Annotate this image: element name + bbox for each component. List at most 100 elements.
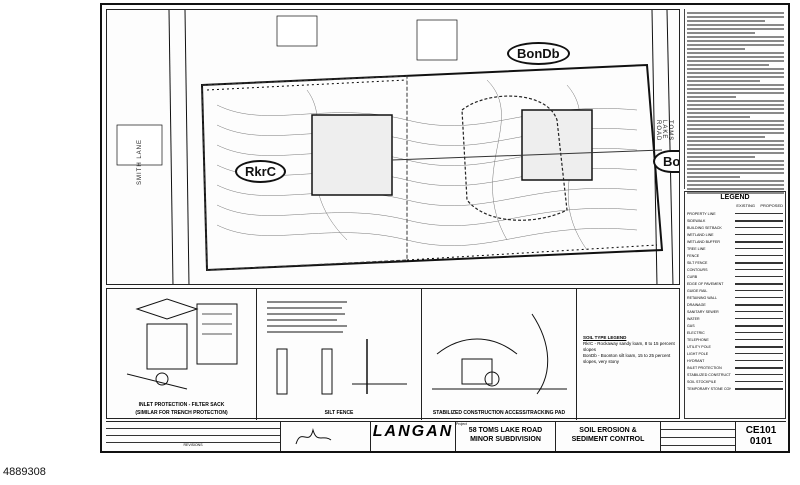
firm-block: LANGAN	[371, 422, 456, 451]
legend-row: BUILDING SETBACK	[687, 224, 783, 231]
legend-item-label: BUILDING SETBACK	[687, 225, 722, 230]
legend-symbol	[735, 311, 783, 312]
legend-item-label: CURB	[687, 274, 698, 279]
detail-silt-fence: SILT FENCE	[257, 289, 422, 420]
legend-item-label: INLET PROTECTION	[687, 365, 722, 370]
legend-row: ELECTRIC	[687, 329, 783, 336]
legend-symbol	[735, 387, 783, 390]
project-line1: 58 TOMS LAKE ROAD	[468, 427, 543, 434]
legend-symbol	[735, 282, 783, 285]
legend-symbol	[735, 297, 783, 298]
legend-symbol	[735, 227, 783, 228]
firm-logo: LANGAN	[372, 423, 454, 440]
legend-item-label: LIGHT POLE	[687, 351, 709, 356]
proposed-dwelling-lot-2	[521, 109, 593, 181]
legend-symbol	[735, 240, 783, 243]
legend-col-proposed: PROPOSED	[760, 203, 783, 208]
project-block: Project 58 TOMS LAKE ROAD MINOR SUBDIVIS…	[456, 422, 556, 451]
legend-item-label: DRAINAGE	[687, 302, 706, 307]
soil-legend-title: SOIL TYPE LEGEND	[583, 335, 627, 340]
drawing-title-line1: SOIL EROSION &	[579, 427, 637, 434]
legend-item-label: PROPERTY LINE	[687, 211, 716, 216]
legend-item-label: FENCE	[687, 253, 700, 258]
legend-item-label: SIDEWALK	[687, 218, 706, 223]
legend-symbol	[735, 261, 783, 264]
legend-symbol	[735, 324, 783, 327]
drawing-number: CE101	[745, 425, 777, 436]
legend-row: SANITARY SEWER	[687, 308, 783, 315]
legend-symbol	[735, 276, 783, 277]
soil-label-rkrc: RkrC	[235, 160, 287, 183]
pad-title: STABILIZED CONSTRUCTION ACCESS/TRACKING …	[432, 410, 566, 416]
legend-item-label: TELEPHONE	[687, 337, 709, 342]
legend-item-label: GUIDE RAIL	[687, 288, 708, 293]
legend-symbol	[735, 234, 783, 235]
legend-item-label: WATER	[687, 316, 700, 321]
detail-panel: INLET PROTECTION - FILTER SACK (SIMILAR …	[106, 288, 680, 420]
drawing-number-sub: 0101	[749, 436, 773, 447]
legend-symbol	[735, 219, 783, 222]
general-notes	[684, 9, 786, 194]
legend-symbol	[735, 255, 783, 256]
road-label-smith-lane: SMITH LANE	[137, 138, 143, 185]
soil-legend-item: BonDb - Boonton silt loam, 15 to 25 perc…	[583, 353, 671, 364]
lot-line	[201, 75, 408, 271]
drawing-number-block: CE101 0101	[736, 422, 786, 451]
inlet-subtitle: (SIMILAR FOR TRENCH PROTECTION)	[135, 410, 228, 416]
revisions-label: REVISIONS	[183, 443, 203, 447]
legend-symbol	[735, 366, 783, 369]
legend-item-label: GAS	[687, 323, 695, 328]
legend-row: SOIL STOCKPILE	[687, 378, 783, 385]
legend-item-label: WETLAND LINE	[687, 232, 714, 237]
legend-row: TEMPORARY STONE CONSTRUCTION ENTRANCE	[687, 385, 783, 392]
drawing-sheet: BonDb RkrC Bo SMITH LANE TOMS LAKE ROAD …	[100, 3, 790, 453]
legend-row: TELEPHONE	[687, 336, 783, 343]
legend-row: DRAINAGE	[687, 301, 783, 308]
legend-symbol	[735, 381, 783, 382]
legend-symbol	[735, 332, 783, 333]
legend-item-label: SILT FENCE	[687, 260, 708, 265]
legend-item-label: STABILIZED CONSTRUCTION ENTRANCE	[687, 372, 731, 377]
legend-symbol	[735, 345, 783, 348]
road-label-toms-lake: TOMS LAKE ROAD	[655, 120, 673, 142]
drawing-info-block	[661, 422, 736, 451]
legend-row: GUIDE RAIL	[687, 287, 783, 294]
project-label: Project	[456, 422, 467, 426]
soil-legend-item: RkrC - Rockaway sandy loam, 8 to 15 perc…	[583, 341, 675, 352]
legend-symbol	[735, 353, 783, 354]
legend-row: WATER	[687, 315, 783, 322]
legend-row: RETAINING WALL	[687, 294, 783, 301]
legend-item-label: UTILITY POLE	[687, 344, 711, 349]
project-line2: MINOR SUBDIVISION	[470, 436, 541, 443]
legend-item-label: RETAINING WALL	[687, 295, 717, 300]
legend-row: EDGE OF PAVEMENT	[687, 280, 783, 287]
drawing-title-line2: SEDIMENT CONTROL	[571, 436, 645, 443]
legend-col-existing: EXISTING	[736, 203, 755, 208]
legend-symbol	[735, 360, 783, 361]
drawing-title-block: SOIL EROSION & SEDIMENT CONTROL	[556, 422, 661, 451]
legend-row: SILT FENCE	[687, 259, 783, 266]
limit-of-disturbance	[461, 95, 568, 221]
legend-item-label: CONTOURS	[687, 267, 708, 272]
inlet-title: INLET PROTECTION - FILTER SACK	[138, 402, 225, 408]
legend-symbol	[735, 213, 783, 214]
legend-row: GAS	[687, 322, 783, 329]
legend-row: INLET PROTECTION	[687, 364, 783, 371]
detail-inlet-protection: INLET PROTECTION - FILTER SACK (SIMILAR …	[107, 289, 257, 420]
site-plan: BonDb RkrC Bo SMITH LANE TOMS LAKE ROAD	[106, 9, 680, 285]
legend-item-label: WETLAND BUFFER	[687, 239, 720, 244]
legend-symbol	[735, 339, 783, 340]
legend-symbol	[735, 290, 783, 291]
legend-row: FENCE	[687, 252, 783, 259]
legend-item-label: HYDRANT	[687, 358, 705, 363]
revisions-block: REVISIONS	[106, 422, 281, 451]
soil-label-bondb: BonDb	[507, 42, 570, 65]
proposed-dwelling-lot-1	[311, 114, 393, 196]
legend-symbol	[735, 318, 783, 319]
legend-symbol	[735, 303, 783, 306]
legend-item-label: ELECTRIC	[687, 330, 705, 335]
legend-symbol	[735, 374, 783, 375]
legend-row: PROPERTY LINE	[687, 210, 783, 217]
legend-row: STABILIZED CONSTRUCTION ENTRANCE	[687, 371, 783, 378]
